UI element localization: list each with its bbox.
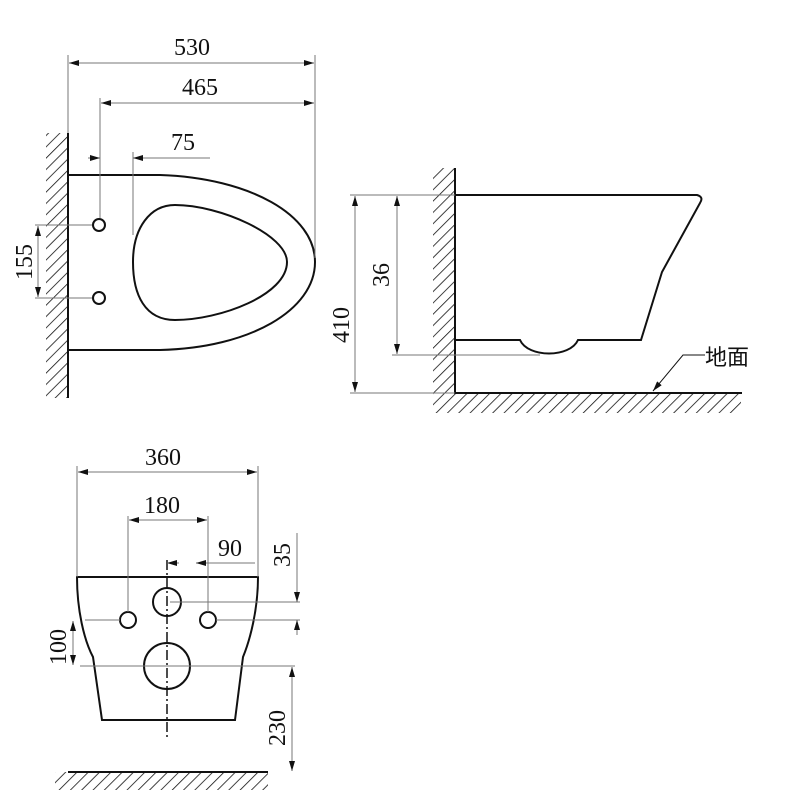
floor-hatching xyxy=(55,772,268,790)
dim-155: 155 xyxy=(12,244,38,280)
wall-hatching xyxy=(46,133,68,398)
dimension-lines xyxy=(350,194,705,394)
toilet-front-outline xyxy=(75,576,260,721)
dim-100: 100 xyxy=(46,629,72,665)
dim-410: 410 xyxy=(329,307,355,343)
dim-90: 90 xyxy=(218,536,242,562)
front-view: 360 180 90 35 100 230 xyxy=(46,445,300,790)
mounting-hole xyxy=(199,611,217,629)
mounting-hole xyxy=(92,218,106,232)
side-view: 410 36 地面 xyxy=(329,168,749,413)
dim-36: 36 xyxy=(369,263,395,287)
top-view: 530 465 75 155 xyxy=(12,35,317,398)
mounting-hole xyxy=(92,291,106,305)
dim-230: 230 xyxy=(265,710,291,746)
dimension-lines xyxy=(70,466,300,771)
dimension-lines xyxy=(35,55,316,299)
toilet-outline xyxy=(68,174,317,351)
floor-label: 地面 xyxy=(705,346,749,371)
dim-35: 35 xyxy=(270,543,296,567)
dim-360: 360 xyxy=(145,445,181,471)
dim-180: 180 xyxy=(144,493,180,519)
dim-530: 530 xyxy=(174,35,210,61)
mounting-hole xyxy=(119,611,137,629)
wall-floor-line xyxy=(454,168,742,394)
bowl-opening xyxy=(131,203,289,322)
toilet-side-outline xyxy=(455,194,703,355)
floor-hatching xyxy=(433,393,741,413)
dim-465: 465 xyxy=(182,75,218,101)
wall-hatching xyxy=(433,168,455,393)
dim-75: 75 xyxy=(171,130,195,156)
